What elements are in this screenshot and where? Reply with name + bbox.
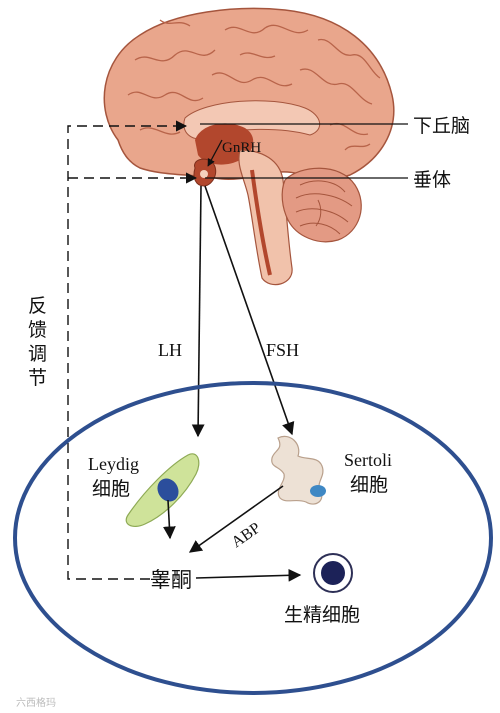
spermatogenic-nucleus bbox=[321, 561, 345, 585]
leydig-nucleus bbox=[157, 478, 179, 502]
brain-illustration bbox=[103, 7, 395, 286]
fsh-arrow bbox=[204, 185, 295, 436]
leydig-label: Leydig bbox=[88, 454, 139, 474]
testosterone-label: 睾酮 bbox=[150, 568, 192, 592]
watermark: 六西格玛 bbox=[16, 696, 56, 709]
leydig-cell-label: 细胞 bbox=[92, 478, 130, 500]
abp-arrow bbox=[188, 485, 284, 553]
testis-oval bbox=[13, 381, 493, 695]
spermatogenic-cell bbox=[313, 553, 353, 593]
feedback-char-1: 反 bbox=[28, 295, 47, 317]
pituitary-label: 垂体 bbox=[413, 169, 451, 191]
spermatogenic-cell-label: 生精细胞 bbox=[284, 604, 360, 626]
lh-arrow bbox=[191, 185, 205, 438]
feedback-char-2: 馈 bbox=[28, 319, 47, 341]
abp-label: ABP bbox=[229, 519, 264, 551]
fsh-label: FSH bbox=[266, 340, 299, 360]
testosterone-to-sperm-arrow bbox=[195, 568, 302, 582]
feedback-outer-line bbox=[67, 125, 175, 580]
hypothalamus-label: 下丘脑 bbox=[413, 115, 470, 137]
feedback-lines bbox=[67, 125, 185, 580]
lh-label: LH bbox=[158, 340, 182, 360]
leydig-cell bbox=[125, 453, 200, 527]
cerebellum-folia bbox=[295, 180, 353, 235]
sertoli-nucleus bbox=[310, 485, 326, 497]
sertoli-cell-label: 细胞 bbox=[350, 474, 388, 496]
pituitary-highlight bbox=[200, 170, 208, 178]
gyri-texture bbox=[127, 19, 381, 151]
sertoli-label: Sertoli bbox=[344, 450, 392, 470]
gnrh-label: GnRH bbox=[222, 140, 261, 156]
brainstem-core bbox=[250, 169, 272, 276]
sertoli-cell bbox=[271, 435, 326, 505]
gnrh-arrow bbox=[207, 139, 223, 167]
cerebrum bbox=[103, 7, 395, 180]
feedback-char-4: 节 bbox=[28, 367, 47, 389]
feedback-label: 反 馈 调 节 bbox=[28, 295, 47, 389]
cerebellum bbox=[281, 167, 362, 243]
feedback-char-3: 调 bbox=[28, 343, 47, 365]
leydig-to-testosterone-arrow bbox=[163, 499, 176, 540]
